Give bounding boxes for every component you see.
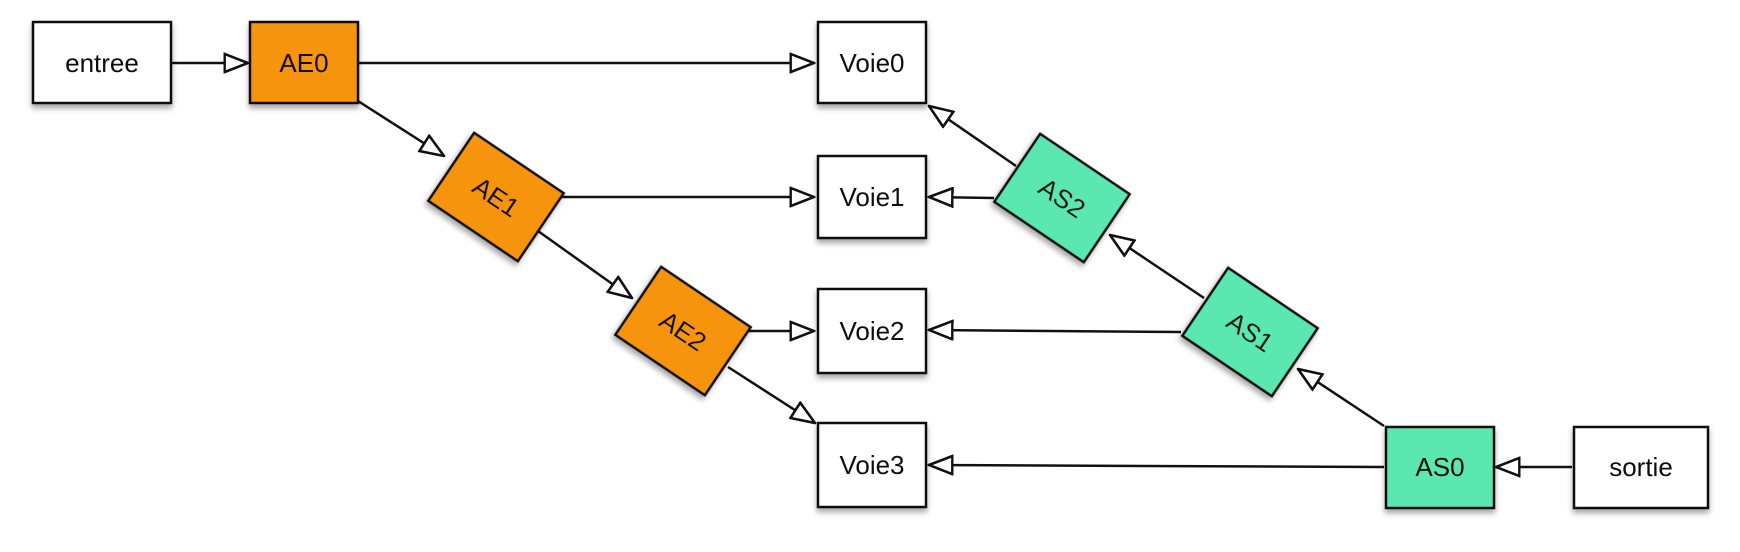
edge-AE1-to-AE2: [537, 229, 632, 298]
node-entree-label: entree: [65, 48, 139, 78]
edge-AS0-to-AS1: [1298, 369, 1385, 428]
node-Voie3[interactable]: Voie3: [816, 421, 928, 509]
node-sortie-label: sortie: [1609, 452, 1673, 482]
node-Voie2-label: Voie2: [839, 316, 904, 346]
edge-AE2-to-Voie3: [727, 365, 815, 423]
edge-AS2-to-Voie1: [929, 197, 995, 198]
edge-AS0-to-Voie3: [929, 465, 1385, 467]
node-sortie[interactable]: sortie: [1572, 425, 1710, 510]
edge-AS1-to-Voie2: [929, 330, 1182, 332]
node-AS1[interactable]: AS1: [1180, 266, 1320, 398]
node-AE1[interactable]: AE1: [426, 131, 566, 263]
node-Voie0[interactable]: Voie0: [816, 20, 928, 105]
node-entree[interactable]: entree: [31, 20, 173, 105]
node-AS2[interactable]: AS2: [992, 132, 1132, 264]
node-Voie1-label: Voie1: [839, 182, 904, 212]
node-Voie3-label: Voie3: [839, 450, 904, 480]
node-AE2[interactable]: AE2: [613, 265, 753, 397]
node-AE0[interactable]: AE0: [248, 20, 360, 105]
node-Voie1[interactable]: Voie1: [816, 154, 928, 240]
node-Voie2[interactable]: Voie2: [816, 287, 928, 375]
node-AS0-label: AS0: [1415, 452, 1464, 482]
nodes-layer: entree AE0 AE1 AE2 Voie0 Voie1 Voie2: [31, 20, 1710, 510]
node-AE0-label: AE0: [279, 48, 328, 78]
edges-layer: [171, 63, 1572, 467]
node-Voie0-label: Voie0: [839, 48, 904, 78]
node-AS0[interactable]: AS0: [1384, 425, 1496, 510]
edge-AE0-to-AE1: [357, 99, 444, 156]
edge-AS2-to-Voie0: [929, 106, 1017, 168]
edge-AS1-to-AS2: [1110, 235, 1205, 300]
